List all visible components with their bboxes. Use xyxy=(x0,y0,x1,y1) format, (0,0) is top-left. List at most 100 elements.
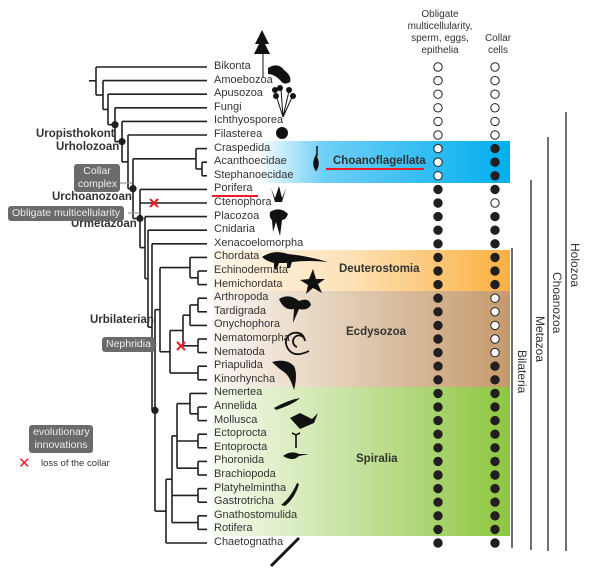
trait-dot-collar-cells-ctenophora xyxy=(490,198,500,208)
taxon-priapulida: Priapulida xyxy=(214,359,263,372)
trait-dot-collar-cells-fungi xyxy=(490,103,500,113)
trait-dot-multicellularity-porifera xyxy=(433,184,443,195)
taxon-nemertea: Nemertea xyxy=(214,386,263,399)
fungi-cap-icon xyxy=(290,93,296,99)
nematode-icon xyxy=(284,331,310,356)
taxon-gastrotricha: Gastrotricha xyxy=(214,495,274,508)
trait-dot-collar-cells-tardigrada xyxy=(490,307,500,317)
bracket-label-bilateria: Bilateria xyxy=(515,350,529,394)
trait-dot-multicellularity-arthropoda xyxy=(433,293,443,303)
group-label-ecdysozoa: Ecdysozoa xyxy=(346,326,407,338)
trait-dot-collar-cells-echinodermata xyxy=(490,266,500,276)
taxon-nematomorpha: Nematomorpha xyxy=(214,332,290,344)
mollusc-icon xyxy=(290,413,318,429)
header-multicellularity-line1: Obligate xyxy=(421,9,459,20)
trait-dot-multicellularity-cnidaria xyxy=(433,225,443,235)
trait-dot-multicellularity-amoebozoa xyxy=(433,75,443,86)
trait-dot-multicellularity-entoprocta xyxy=(433,443,443,453)
trait-dot-multicellularity-bikonta xyxy=(433,62,443,72)
trait-dot-multicellularity-phoronida xyxy=(433,456,443,467)
trait-dot-multicellularity-ctenophora xyxy=(433,198,443,208)
taxon-onychophora: Onychophora xyxy=(214,318,281,331)
fungi-stalk-icon xyxy=(274,88,294,118)
group-label-deuterostomia: Deuterostomia xyxy=(339,263,420,275)
trait-dot-collar-cells-nemertea xyxy=(490,388,500,399)
trait-dot-collar-cells-bikonta xyxy=(490,62,500,72)
trait-dot-multicellularity-xenacoelomorpha xyxy=(433,239,443,249)
legend-loss-label: loss of the collar xyxy=(41,458,110,469)
insect-icon xyxy=(279,296,311,323)
header-collar-cells-line1: Collar xyxy=(484,33,512,44)
entoproct-icon xyxy=(291,432,301,448)
group-label-choanoflagellata: Choanoflagellata xyxy=(333,155,426,167)
header-collar-cells: Collar cells xyxy=(480,33,516,57)
trait-dot-collar-cells-nematomorpha xyxy=(490,334,500,344)
trait-dot-collar-cells-gastrotricha xyxy=(490,497,500,507)
trait-dot-collar-cells-arthropoda xyxy=(490,293,500,303)
legend-loss-icon: ✕ xyxy=(18,455,31,472)
loss-marker-ctenophora xyxy=(149,198,159,208)
trait-dot-multicellularity-nematomorpha xyxy=(433,334,443,344)
taxon-placozoa: Placozoa xyxy=(214,209,260,222)
legend-innovations-line2: innovations xyxy=(34,439,88,451)
trait-dot-multicellularity-ectoprocta xyxy=(433,429,443,439)
trait-dot-collar-cells-onychophora xyxy=(490,320,500,331)
taxon-porifera: Porifera xyxy=(214,182,253,195)
annelid-icon xyxy=(274,398,300,410)
choanoflagellata-underline xyxy=(326,168,424,170)
trait-dot-multicellularity-rotifera xyxy=(433,524,443,535)
taxon-kinorhyncha: Kinorhyncha xyxy=(214,372,276,385)
trait-dot-collar-cells-phoronida xyxy=(490,456,500,467)
taxon-filasterea: Filasterea xyxy=(214,128,263,140)
trait-dot-collar-cells-priapulida xyxy=(490,361,500,371)
header-multicellularity-line2: multicellularity, xyxy=(407,21,473,32)
taxon-phoronida: Phoronida xyxy=(214,454,265,467)
trait-dot-collar-cells-ectoprocta xyxy=(490,429,500,439)
trait-dot-collar-cells-nematoda xyxy=(490,347,500,358)
arrow-worm-icon xyxy=(270,537,300,567)
bracket-label-holozoa: Holozoa xyxy=(568,243,582,288)
trait-dot-multicellularity-hemichordata xyxy=(433,279,443,290)
trait-dot-multicellularity-mollusca xyxy=(433,415,443,426)
trait-dot-collar-cells-apusozoa xyxy=(490,89,500,99)
taxon-craspedida: Craspedida xyxy=(214,141,271,154)
taxon-apusozoa: Apusozoa xyxy=(214,87,263,100)
trait-dot-collar-cells-craspedida xyxy=(490,143,500,154)
taxon-chaetognatha: Chaetognatha xyxy=(214,536,284,548)
band-spiralia xyxy=(213,387,510,536)
legend-innovations-line1: evolutionary xyxy=(33,426,90,438)
taxon-mollusca: Mollusca xyxy=(214,413,258,426)
header-collar-cells-line2: cells xyxy=(487,45,508,56)
priapulid-icon xyxy=(272,360,296,390)
trait-dot-multicellularity-gnathostomulida xyxy=(433,511,443,521)
dinosaur-icon xyxy=(262,252,328,269)
trait-dot-multicellularity-brachiopoda xyxy=(433,470,443,480)
innovation-obligate-multicellularity: Obligate multicellularity xyxy=(8,206,124,221)
taxon-entoprocta: Entoprocta xyxy=(214,440,268,453)
trait-dot-collar-cells-annelida xyxy=(490,402,500,412)
taxon-tardigrada: Tardigrada xyxy=(214,304,266,317)
fungi-cap-icon xyxy=(286,87,292,93)
fungi-cap-icon xyxy=(277,85,283,91)
jellyfish-icon xyxy=(269,209,288,236)
legend-innovations-box: evolutionary innovations xyxy=(29,425,93,453)
header-multicellularity-line4: epithelia xyxy=(421,45,459,56)
taxon-brachiopoda: Brachiopoda xyxy=(214,468,276,480)
trait-dot-multicellularity-apusozoa xyxy=(433,89,443,99)
trait-dot-collar-cells-acanthoecidae xyxy=(490,157,500,167)
fungi-cap-icon xyxy=(272,87,278,93)
trait-dot-multicellularity-kinorhyncha xyxy=(433,375,443,385)
innovation-collar-complex: Collar complex xyxy=(74,164,120,192)
trait-dot-collar-cells-placozoa xyxy=(490,211,500,222)
trait-dot-multicellularity-chordata xyxy=(433,252,443,263)
taxon-xenacoelomorpha: Xenacoelomorpha xyxy=(214,236,304,249)
trait-dot-multicellularity-echinodermata xyxy=(433,266,443,276)
trait-dot-multicellularity-platyhelmintha xyxy=(433,483,443,494)
taxon-rotifera: Rotifera xyxy=(214,522,253,535)
trait-dot-collar-cells-chordata xyxy=(490,252,500,263)
bracket-label-choanozoa: Choanozoa xyxy=(550,272,564,334)
taxon-bikonta: Bikonta xyxy=(214,60,251,72)
porifera-underline xyxy=(212,195,258,197)
trait-dot-multicellularity-gastrotricha xyxy=(433,497,443,507)
trait-dot-multicellularity-chaetognatha xyxy=(433,538,443,548)
